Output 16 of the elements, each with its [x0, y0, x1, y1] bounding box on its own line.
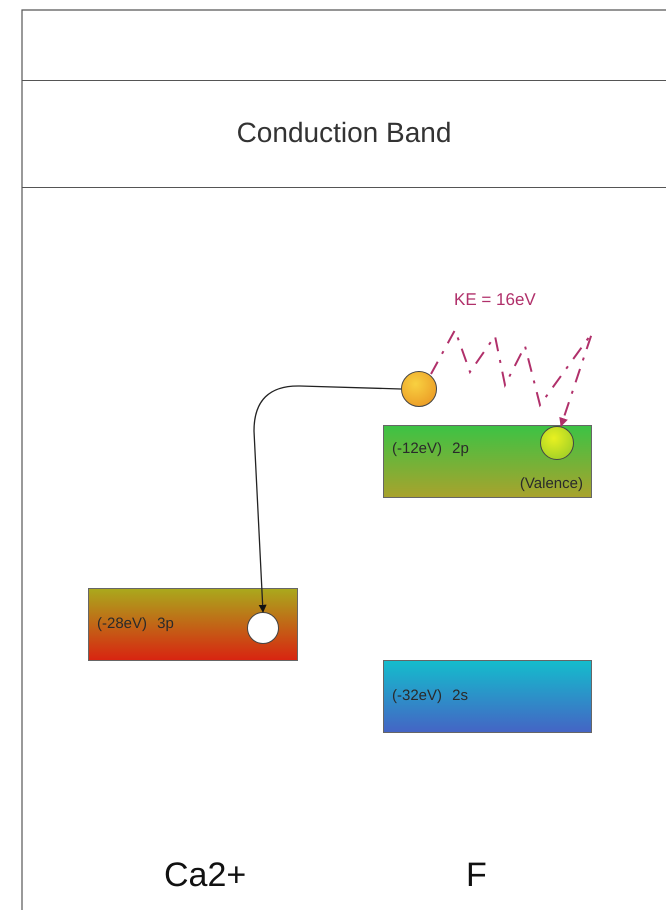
energy-label: (-12eV) 2p [392, 440, 469, 457]
column-label: Ca2+ [164, 856, 246, 895]
curved-arrow [253, 385, 402, 613]
orbital-note: (Valence) [520, 475, 583, 492]
energy-label: (-32eV) 2s [392, 687, 468, 704]
band-box [22, 80, 666, 188]
electron-circle [401, 371, 437, 407]
hole-circle [247, 612, 279, 644]
energy-level-box [383, 425, 592, 498]
energy-level-box [88, 588, 298, 661]
dashed-arrow [430, 328, 593, 427]
energy-label: (-28eV) 3p [97, 615, 174, 632]
energy-level-box [383, 660, 592, 733]
band-label: Conduction Band [236, 117, 452, 149]
column-label: F [466, 856, 487, 895]
electron-circle [540, 426, 574, 460]
